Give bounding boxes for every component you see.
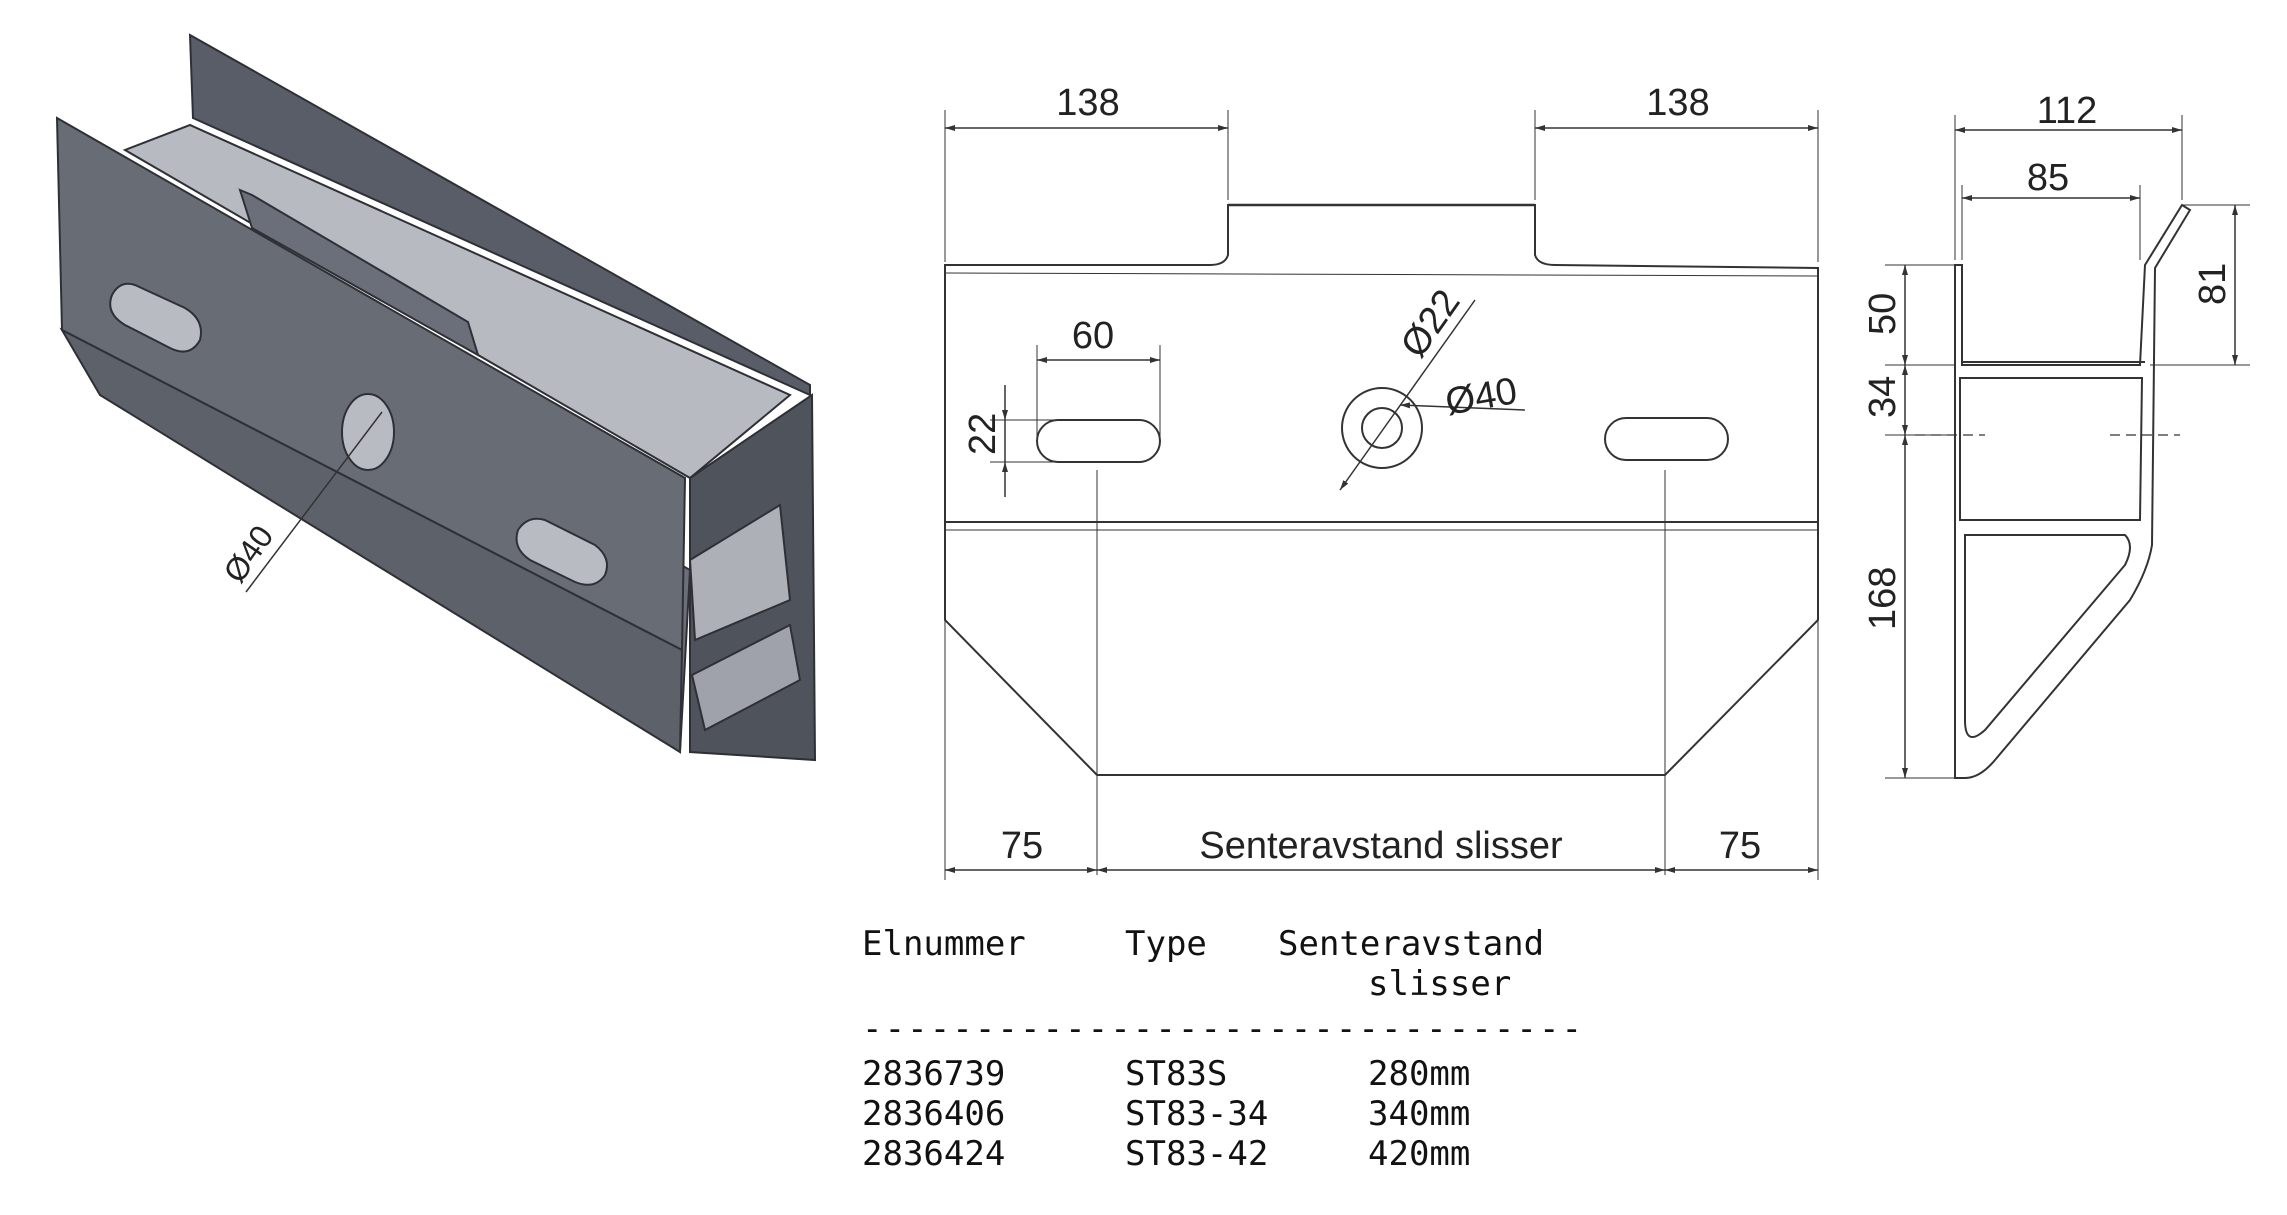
table-row-2-elnummer: 2836406 xyxy=(862,1094,1005,1134)
front-left-slot xyxy=(1036,419,1161,463)
table-header-elnummer: Elnummer xyxy=(862,924,1026,964)
iso-lower-chamber xyxy=(690,623,802,732)
dim-slot-height: 22 xyxy=(962,413,1004,455)
table-header-type: Type xyxy=(1125,924,1207,964)
iso-left-slot xyxy=(109,282,202,353)
table-row-3-elnummer: 2836424 xyxy=(862,1134,1005,1174)
dim-side-right: 81 xyxy=(2192,263,2234,305)
front-hole-inner xyxy=(1361,407,1403,449)
dim-top-right: 138 xyxy=(1646,82,1709,124)
table-header-slisser: slisser xyxy=(1368,964,1511,1004)
side-upper-chamber xyxy=(1959,377,2144,521)
side-view-labels: 112 85 81 50 34 168 xyxy=(1862,90,2234,630)
table-row-3-senteravstand: 420mm xyxy=(1368,1134,1470,1174)
dim-side-top-inner: 85 xyxy=(2027,157,2069,199)
iso-inner-floor xyxy=(122,123,792,480)
table-row-1-elnummer: 2836739 xyxy=(862,1054,1005,1094)
dim-side-left-upper: 50 xyxy=(1862,293,1904,335)
dim-bottom-right: 75 xyxy=(1719,825,1761,867)
front-view-labels: 138 138 60 22 Ø22 Ø40 75 Senteravstand s… xyxy=(962,82,1761,867)
iso-hole-label: Ø40 xyxy=(216,519,280,589)
dim-side-top-outer: 112 xyxy=(2037,90,2098,132)
iso-center-ridge xyxy=(238,188,480,358)
dim-side-left-lower: 168 xyxy=(1862,567,1904,630)
dim-bottom-center: Senteravstand slisser xyxy=(1199,825,1563,867)
dim-bottom-left: 75 xyxy=(1001,825,1043,867)
table-row-1-senteravstand: 280mm xyxy=(1368,1054,1470,1094)
side-outer-profile xyxy=(1954,203,2192,779)
dim-hole-outer: Ø40 xyxy=(1442,370,1520,424)
parts-table: Elnummer Type Senteravstand slisser ----… xyxy=(862,924,1582,1174)
front-hole-outer xyxy=(1341,387,1423,469)
table-row-2-type: ST83-34 xyxy=(1125,1094,1268,1134)
table-separator: -------------------------------- xyxy=(862,1009,1582,1049)
table-row-1-type: ST83S xyxy=(1125,1054,1227,1094)
iso-front-lower-strip xyxy=(59,327,684,754)
dim-top-left: 138 xyxy=(1056,82,1119,124)
iso-round-hole xyxy=(341,393,395,471)
front-outline xyxy=(944,204,1819,776)
isometric-view: Ø40 xyxy=(55,33,817,762)
side-view xyxy=(1885,115,2250,779)
dim-side-left-middle: 34 xyxy=(1862,376,1904,418)
table-header-senteravstand: Senteravstand xyxy=(1278,924,1544,964)
iso-right-slot xyxy=(515,517,608,586)
side-lower-chamber xyxy=(1964,534,2131,739)
front-right-slot xyxy=(1604,417,1729,461)
table-row-2-senteravstand: 340mm xyxy=(1368,1094,1470,1134)
iso-inner-chamber xyxy=(688,503,792,642)
dim-slot-width: 60 xyxy=(1072,315,1114,357)
front-view xyxy=(944,110,1819,880)
iso-back-wall xyxy=(188,33,811,397)
dim-hole-inner: Ø22 xyxy=(1393,282,1469,365)
table-row-3-type: ST83-42 xyxy=(1125,1134,1268,1174)
